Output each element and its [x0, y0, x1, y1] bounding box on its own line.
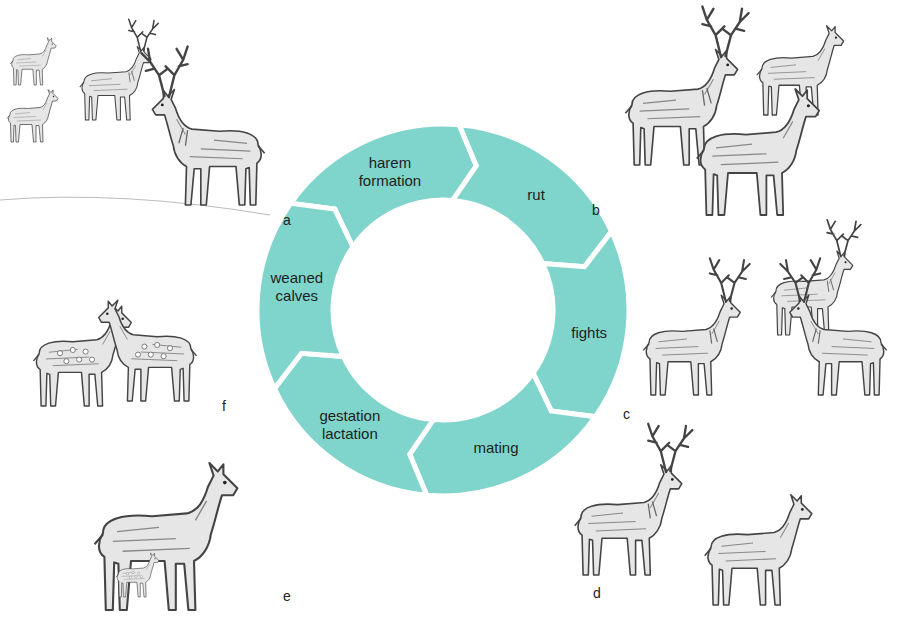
- cycle-stage: weaned calves: [253, 179, 367, 393]
- arrow-segment: [253, 179, 367, 393]
- panel-letter: e: [283, 588, 291, 604]
- cycle-stage: mating: [397, 369, 600, 500]
- panel-letter: f: [222, 398, 226, 414]
- panel-letter: d: [593, 585, 601, 601]
- scene-c: [643, 220, 886, 395]
- stage-label: harem formation: [345, 154, 435, 190]
- arrow-segment: [397, 369, 600, 500]
- scene-b: [625, 7, 843, 215]
- stage-label: gestation lactation: [304, 407, 396, 443]
- segment-shape: [257, 203, 353, 388]
- segment-shape: [453, 125, 612, 267]
- segment-shape: [533, 231, 629, 416]
- panel-letter: a: [283, 212, 291, 228]
- stage-label: fights: [557, 324, 621, 342]
- scene-a: [0, 19, 270, 215]
- scene-d: [575, 424, 812, 605]
- scene-f: [33, 300, 196, 406]
- panel-letter: b: [592, 202, 600, 218]
- segment-shape: [410, 373, 596, 496]
- stage-label: weaned calves: [257, 269, 337, 305]
- stage-label: rut: [506, 186, 566, 204]
- panel-letter: c: [623, 406, 630, 422]
- segment-shape: [274, 353, 433, 495]
- scene-e: [95, 463, 238, 610]
- stage-label: mating: [461, 439, 531, 457]
